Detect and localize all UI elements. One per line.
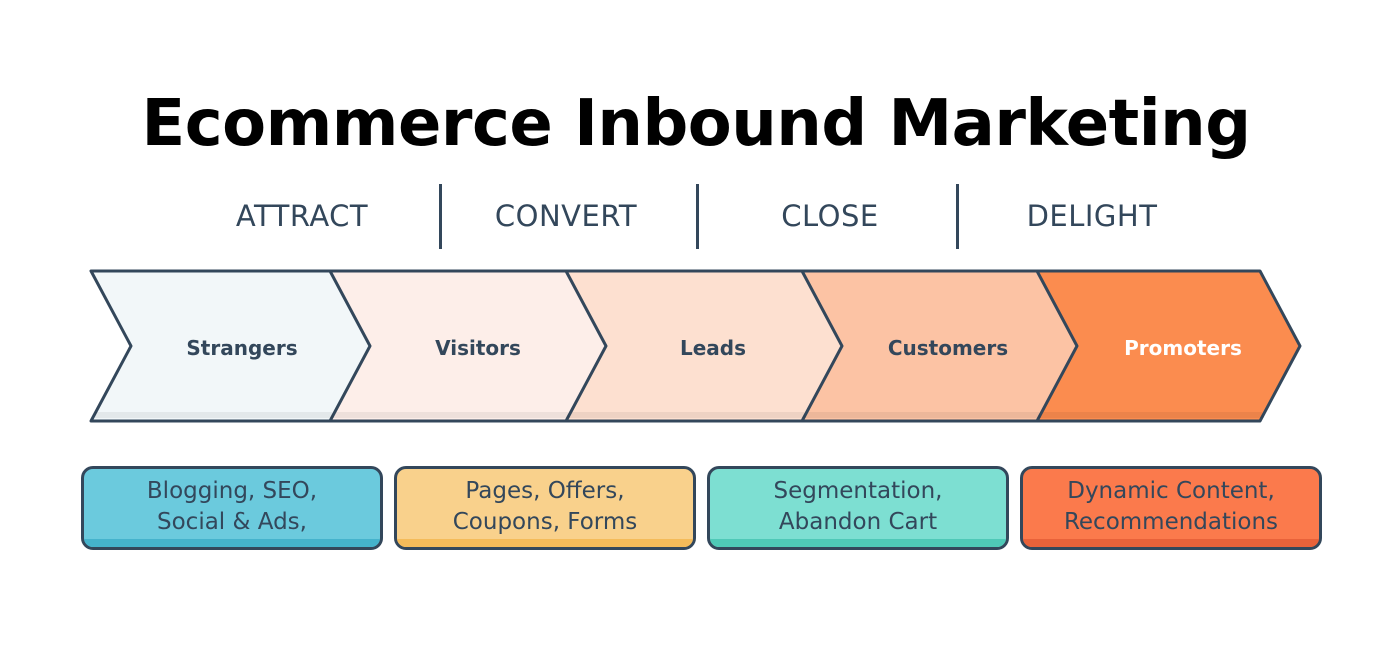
funnel-label-promoters: Promoters [1124,336,1242,360]
tactic-line: Coupons, Forms [452,509,638,535]
stage-divider [696,184,699,249]
chevron-shadow-band [1039,412,1264,418]
tactic-line: Dynamic Content, [1067,478,1275,504]
page-title: Ecommerce Inbound Marketing [141,87,1251,161]
tactic-box-attract: Blogging, SEO, Social & Ads, [81,466,383,550]
tactic-box-close: Segmentation, Abandon Cart [707,466,1009,550]
chevron-strangers [89,269,372,423]
tactic-band [397,539,693,547]
stage-label-attract: ATTRACT [235,199,369,233]
tactic-line: Pages, Offers, [465,478,625,504]
chevron-shadow-band [332,412,570,418]
funnel-label-strangers: Strangers [186,336,298,360]
tactic-band [84,539,380,547]
funnel-label-visitors: Visitors [435,336,521,360]
tactic-line: Social & Ads, [157,509,307,535]
tactic-band [1023,539,1319,547]
funnel-label-customers: Customers [887,336,1009,360]
tactic-line: Abandon Cart [778,509,938,535]
stage-label-convert: CONVERT [494,199,638,233]
stage-label-close: CLOSE [781,199,879,233]
stage-divider [439,184,442,249]
tactic-band [710,539,1006,547]
chevron-shadow-band [804,412,1041,418]
funnel-label-leads: Leads [679,336,747,360]
stage-label-delight: DELIGHT [1026,199,1158,233]
tactic-line: Blogging, SEO, [146,478,318,504]
tactic-box-convert: Pages, Offers, Coupons, Forms [394,466,696,550]
tactic-line: Segmentation, [773,478,943,504]
chevron-shadow-band [95,412,334,418]
tactic-box-delight: Dynamic Content, Recommendations [1020,466,1322,550]
stage-divider [956,184,959,249]
chevron-shadow-band [568,412,806,418]
tactic-line: Recommendations [1063,509,1279,535]
